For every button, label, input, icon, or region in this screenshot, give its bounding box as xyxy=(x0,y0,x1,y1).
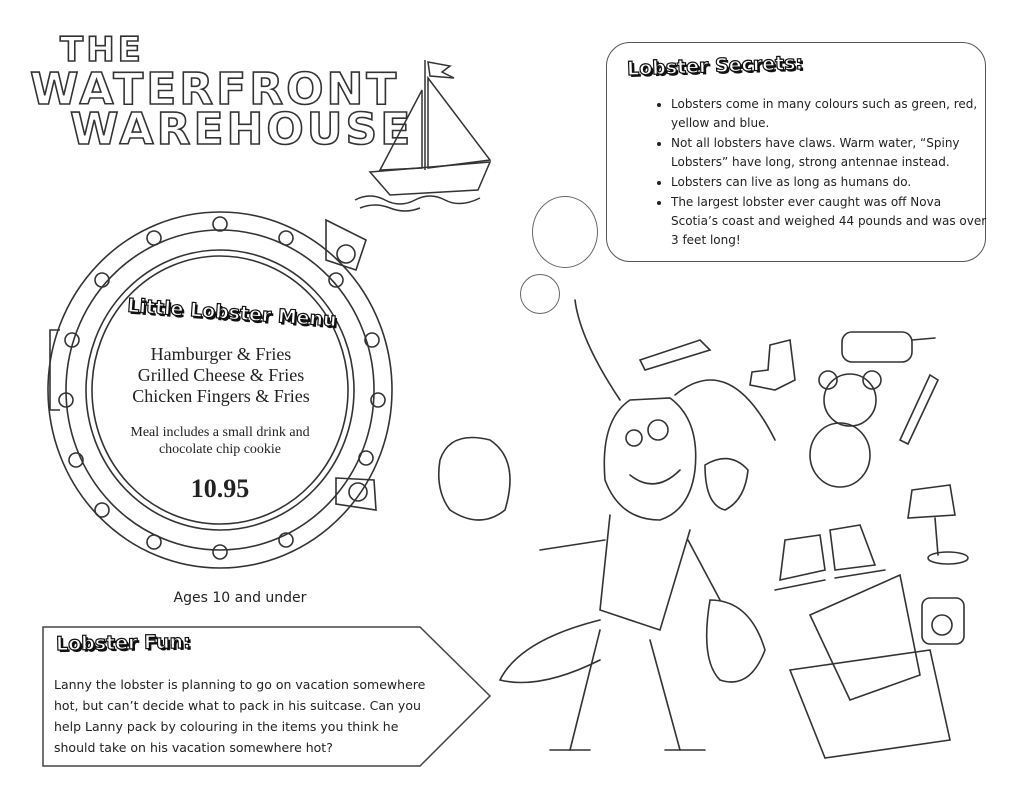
pincers-icon xyxy=(638,339,712,371)
lobster-secrets-box: Lobster Secrets: Lobsters come in many c… xyxy=(606,42,986,262)
menu-items: Hamburger & Fries Grilled Cheese & Fries… xyxy=(96,344,346,407)
menu-item: Grilled Cheese & Fries xyxy=(137,365,305,385)
menu-note: Meal includes a small drink and chocolat… xyxy=(130,425,310,457)
fun-text: Lanny the lobster is planning to go on v… xyxy=(54,677,426,755)
toothbrush-icon xyxy=(898,373,940,446)
lobster-icon xyxy=(437,299,776,751)
lamp-icon xyxy=(907,484,969,565)
fun-heading: Lobster Fun: xyxy=(55,630,191,656)
sock-icon xyxy=(749,339,796,391)
list-item: Not all lobsters have claws. Warm water,… xyxy=(671,134,991,172)
secrets-list: Lobsters come in many colours such as gr… xyxy=(647,95,991,251)
lobster-illustration xyxy=(437,299,969,759)
title-line-2: WATERFRONT xyxy=(29,64,400,115)
porthole-frame xyxy=(47,211,393,569)
menu-price: 10.95 xyxy=(190,474,250,503)
mitten-icon xyxy=(704,457,749,511)
list-item: The largest lobster ever caught was off … xyxy=(671,193,991,250)
title-line-3: WAREHOUSE xyxy=(69,104,414,155)
secrets-heading: Lobster Secrets: xyxy=(626,51,804,81)
list-item: Lobsters come in many colours such as gr… xyxy=(671,95,991,133)
camera-icon xyxy=(921,597,965,645)
lobster-fun-box xyxy=(42,626,492,767)
thought-bubble-large xyxy=(532,196,598,268)
sailboat-icon xyxy=(354,60,492,212)
list-item: Lobsters can live as long as humans do. xyxy=(671,173,991,192)
suitcase-icon xyxy=(788,573,951,759)
ice-skates-icon xyxy=(774,524,886,591)
thought-bubble-small xyxy=(520,274,560,314)
goggles-icon xyxy=(841,331,936,363)
restaurant-title: THE WATERFRONT WAREHOUSE xyxy=(29,29,414,155)
age-restriction: Ages 10 and under xyxy=(173,590,307,606)
teddy-bear-icon xyxy=(809,370,882,488)
menu-item: Hamburger & Fries xyxy=(150,344,292,364)
menu-item: Chicken Fingers & Fries xyxy=(132,386,310,406)
title-line-1: THE xyxy=(59,29,144,71)
